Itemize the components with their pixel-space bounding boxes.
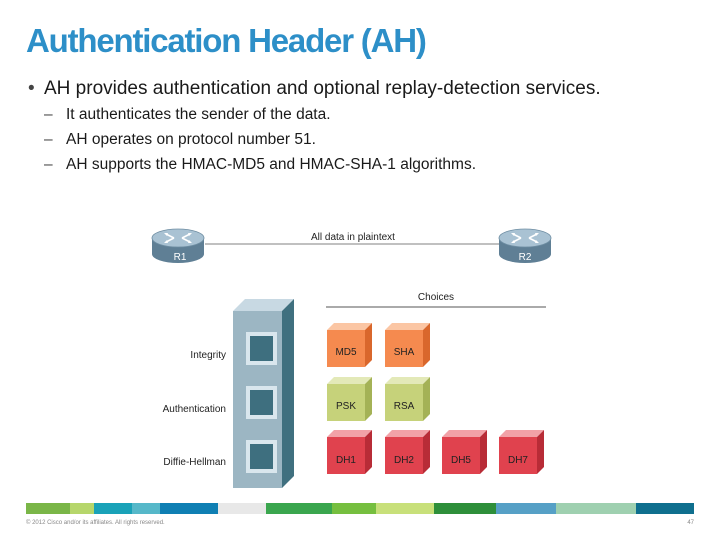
router-icon (151, 228, 205, 263)
dash-glyph: – (44, 131, 53, 148)
svg-text:DH7: DH7 (508, 455, 528, 466)
dash-glyph: – (44, 156, 53, 173)
option-cube-dh5: DH5 (442, 430, 487, 474)
footer-bar-segment (26, 503, 70, 514)
footer-bar-segment (434, 503, 496, 514)
choices-label: Choices (418, 292, 454, 303)
svg-text:MD5: MD5 (335, 347, 357, 358)
router-icon (498, 228, 552, 263)
svg-text:PSK: PSK (336, 401, 356, 412)
bullet-list: • AH provides authentication and optional… (28, 78, 708, 181)
router-label-left: R1 (174, 252, 187, 263)
footer-bar-segment (70, 503, 94, 514)
main-bullet: • AH provides authentication and optional… (28, 78, 708, 100)
svg-text:SHA: SHA (394, 347, 415, 358)
footer-bar-segment (218, 503, 266, 514)
security-framework-tower (233, 299, 294, 488)
footer-bar-segment (160, 503, 218, 514)
dash-glyph: – (44, 106, 53, 123)
footer-bar-segment (132, 503, 160, 514)
page-number: 47 (687, 520, 694, 526)
svg-text:DH2: DH2 (394, 455, 414, 466)
row-label-authentication: Authentication (163, 404, 226, 415)
sub-bullet: –AH operates on protocol number 51. (44, 131, 708, 149)
footer-bar-segment (636, 503, 694, 514)
footer-bar-segment (376, 503, 434, 514)
tower-slot (246, 386, 277, 419)
footer-bar-segment (94, 503, 132, 514)
footer-bar-segment (266, 503, 332, 514)
option-cube-rsa: RSA (385, 377, 430, 421)
footer-color-bar (26, 503, 694, 514)
sub-bullet-text: It authenticates the sender of the data. (66, 106, 331, 123)
footer-bar-segment (332, 503, 376, 514)
footer-bar-segment (496, 503, 556, 514)
tower-slot (246, 440, 277, 473)
router-label-right: R2 (519, 252, 532, 263)
bullet-glyph: • (28, 78, 35, 99)
svg-text:DH1: DH1 (336, 455, 356, 466)
option-cube-sha: SHA (385, 323, 430, 367)
svg-text:RSA: RSA (394, 401, 415, 412)
option-cube-dh7: DH7 (499, 430, 544, 474)
sub-bullet: –It authenticates the sender of the data… (44, 106, 708, 124)
sub-bullet-text: AH operates on protocol number 51. (66, 131, 316, 148)
copyright-text: © 2012 Cisco and/or its affiliates. All … (26, 520, 165, 526)
svg-text:DH5: DH5 (451, 455, 471, 466)
option-cube-dh2: DH2 (385, 430, 430, 474)
row-label-diffie-hellman: Diffie-Hellman (163, 457, 226, 468)
footer-bar-segment (556, 503, 636, 514)
option-cube-md5: MD5 (327, 323, 372, 367)
link-label: All data in plaintext (311, 232, 395, 243)
tower-slot (246, 332, 277, 365)
sub-bullet-text: AH supports the HMAC-MD5 and HMAC-SHA-1 … (66, 156, 477, 173)
main-bullet-text: AH provides authentication and optional … (44, 78, 601, 99)
row-label-integrity: Integrity (190, 350, 226, 361)
option-cube-psk: PSK (327, 377, 372, 421)
slide-title: Authentication Header (AH) (26, 22, 427, 59)
option-cube-dh1: DH1 (327, 430, 372, 474)
sub-bullet: –AH supports the HMAC-MD5 and HMAC-SHA-1… (44, 156, 708, 174)
